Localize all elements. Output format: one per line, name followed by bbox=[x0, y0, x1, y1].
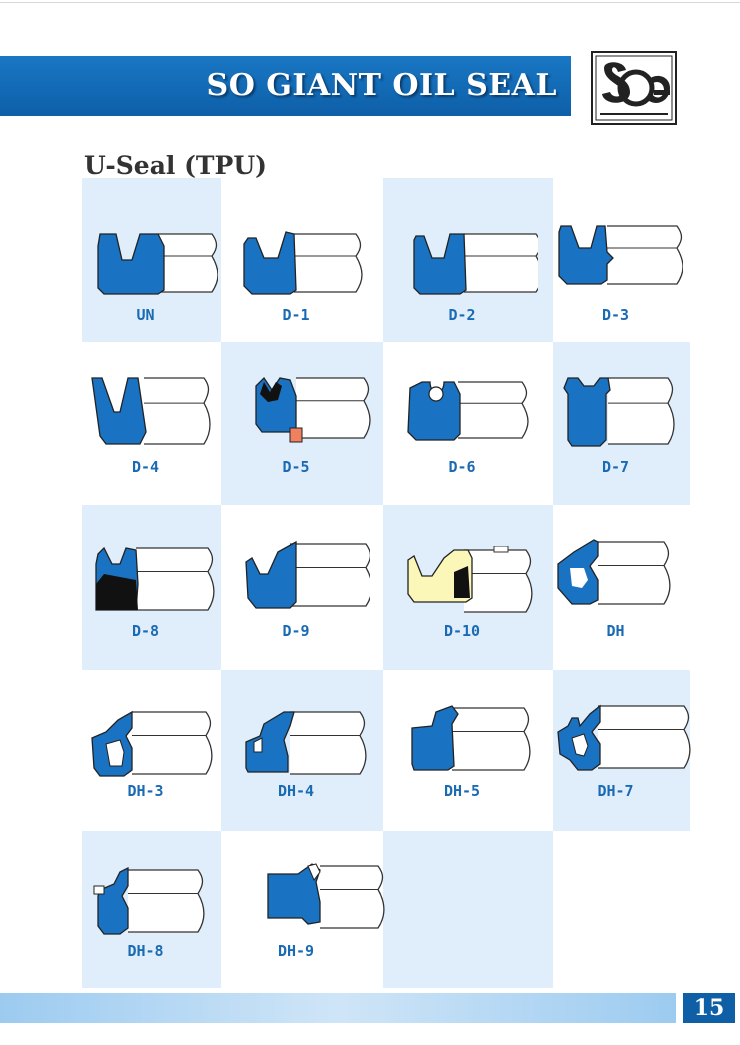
seal-drawing-un bbox=[88, 230, 219, 304]
seal-label: DH-8 bbox=[127, 942, 164, 960]
grid-cell bbox=[553, 831, 690, 988]
seal-drawing-dh7 bbox=[554, 702, 694, 786]
seal-label: D-6 bbox=[448, 458, 476, 476]
seal-label: D-7 bbox=[601, 458, 630, 476]
seal-label: DH-4 bbox=[277, 782, 315, 800]
seal-drawing-dh5 bbox=[408, 704, 538, 788]
seal-drawing-d3 bbox=[553, 222, 684, 296]
seal-drawing-dh9 bbox=[260, 862, 390, 946]
seal-drawing-dh8 bbox=[92, 866, 222, 950]
seal-drawing-d9 bbox=[240, 540, 373, 624]
seal-label: DH-7 bbox=[597, 782, 634, 800]
seal-label: D-3 bbox=[601, 306, 630, 324]
seal-label: DH-5 bbox=[443, 782, 481, 800]
seal-label: D-2 bbox=[448, 306, 476, 324]
banner-title: SO GIANT OIL SEAL bbox=[206, 68, 557, 103]
seal-drawing-dh bbox=[554, 538, 684, 622]
seal-label: DH-3 bbox=[127, 782, 164, 800]
section-title: U-Seal (TPU) bbox=[84, 151, 267, 180]
seal-drawing-dh4 bbox=[240, 708, 370, 792]
seal-label: DH-9 bbox=[277, 942, 315, 960]
seal-label: D-8 bbox=[131, 622, 160, 640]
seal-drawing-d1 bbox=[238, 230, 368, 304]
grid-cell bbox=[383, 831, 553, 988]
page-number: 15 bbox=[683, 993, 735, 1023]
seal-label: D-9 bbox=[282, 622, 310, 640]
seal-drawing-d5 bbox=[246, 374, 376, 458]
header-banner: SO GIANT OIL SEAL bbox=[0, 56, 571, 116]
seal-label: D-5 bbox=[282, 458, 310, 476]
seal-drawing-d2 bbox=[408, 230, 543, 304]
seal-label: D-10 bbox=[443, 622, 481, 640]
seal-drawing-d7 bbox=[558, 374, 688, 458]
footer-bar bbox=[0, 993, 676, 1023]
seal-drawing-d10 bbox=[404, 545, 534, 630]
sog-logo bbox=[591, 51, 677, 125]
seal-label: DH bbox=[606, 622, 625, 640]
seal-label: D-4 bbox=[131, 458, 160, 476]
seal-drawing-d6 bbox=[402, 378, 532, 462]
seal-label: UN bbox=[136, 306, 155, 324]
top-rule bbox=[0, 2, 740, 3]
seal-drawing-d8 bbox=[90, 544, 220, 628]
seal-drawing-dh3 bbox=[88, 708, 218, 792]
seal-label: D-1 bbox=[282, 306, 310, 324]
seal-drawing-d4 bbox=[84, 374, 214, 458]
